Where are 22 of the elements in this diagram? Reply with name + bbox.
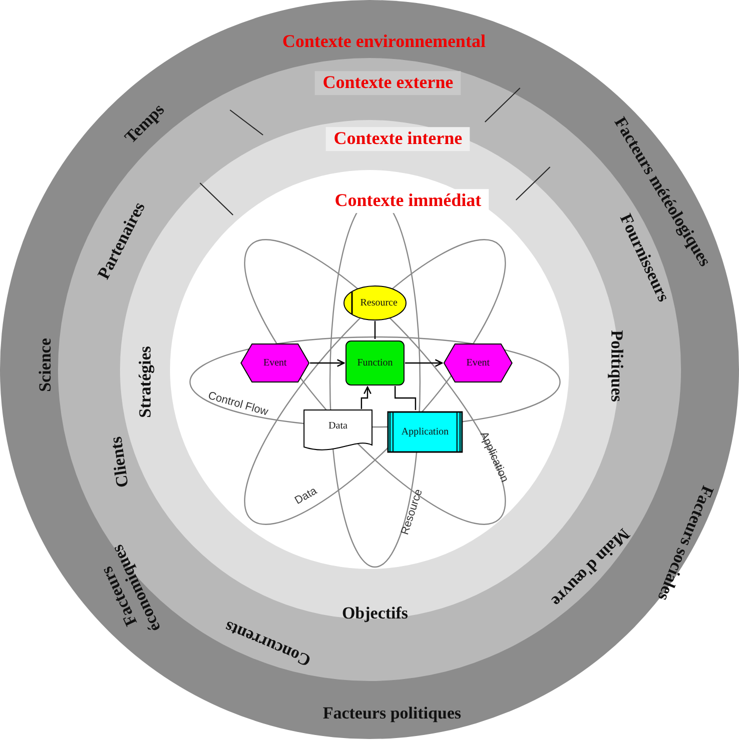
node-label: Application [401, 426, 449, 438]
orbit-label: Data [292, 485, 320, 507]
context-label: Objectifs [342, 604, 408, 624]
node-label: Function [357, 358, 393, 368]
factor-label: Facteurs politiques [322, 704, 462, 724]
arrow [310, 359, 345, 367]
node-label: Event [263, 358, 287, 368]
arrow [360, 386, 372, 409]
node-label: Resource [360, 298, 398, 308]
node-label: Data [328, 420, 348, 432]
context-label: Stratégies [136, 346, 156, 418]
factor-label: Science [36, 338, 56, 392]
arrow [405, 359, 443, 367]
connector-line [394, 386, 416, 410]
connector-line [374, 321, 376, 339]
context-heading: Contexte interne [326, 127, 470, 151]
context-label: Politiques [606, 330, 626, 402]
factor-label: Clients [107, 435, 133, 489]
node-label: Event [466, 358, 490, 368]
context-heading: Contexte environnemental [281, 30, 487, 54]
context-heading: Contexte externe [314, 71, 462, 95]
orbit-label: Control Flow [206, 390, 270, 418]
